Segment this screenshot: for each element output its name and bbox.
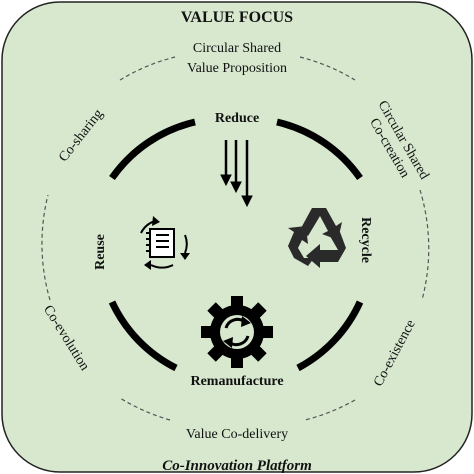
footer-label: Co-Innovation Platform [162,458,312,474]
ring-arc-top-left [109,118,196,181]
label-circular-shared-value-line2: Value Proposition [187,61,287,76]
label-circular-shared-value-line1: Circular Shared [193,41,281,56]
dashed-segment [119,56,176,81]
outer-dashed-ring [41,56,430,421]
dashed-segment [304,399,356,421]
diagram-title: VALUE FOCUS [181,9,293,26]
label-reduce: Reduce [215,111,259,126]
recycle-icon [288,208,346,268]
label-value-co-delivery: Value Co-delivery [186,427,288,442]
dashed-segment [41,194,51,301]
label-remanufacture: Remanufacture [190,374,283,389]
dashed-segment [299,56,356,81]
gear-refresh-icon [201,296,273,368]
ring-arc-bottom-left [108,300,178,372]
label-recycle: Recycle [358,217,373,263]
ring-arc-bottom-right [296,300,364,372]
label-reuse: Reuse [93,234,108,270]
dashed-segment [119,397,171,421]
dashed-segment [419,189,430,301]
ring-arc-top-right [276,118,363,181]
downward-arrows-icon [220,140,253,208]
inner-ring [108,118,364,372]
document-cycle-icon [140,216,190,270]
